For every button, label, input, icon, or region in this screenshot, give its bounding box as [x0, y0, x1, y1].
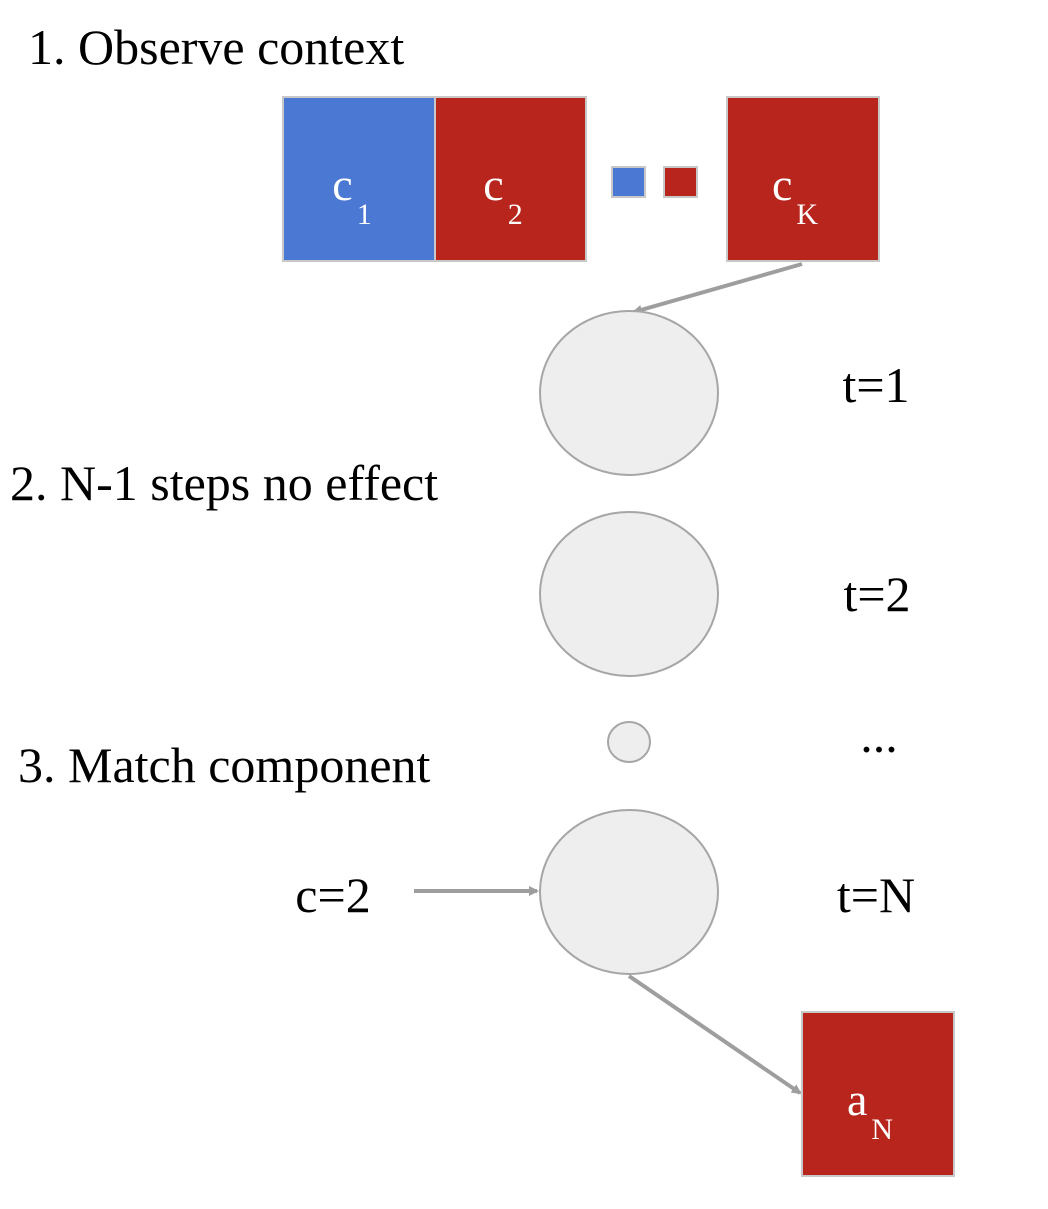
- svg-text:c2: c2: [483, 159, 522, 231]
- cue-label: c=2: [295, 867, 370, 923]
- arrow-node-to-action: [627, 974, 802, 1095]
- action-box-aN: aN: [801, 1011, 955, 1177]
- svg-text:cK: cK: [772, 159, 818, 231]
- node-t1: [539, 310, 719, 476]
- action-base: a: [847, 1074, 867, 1125]
- context-cK-sub: K: [796, 198, 818, 231]
- step-no-effect-label: 2. N-1 steps no effect: [10, 455, 438, 511]
- svg-text:c1: c1: [332, 159, 371, 231]
- context-ellipsis-red: [663, 166, 698, 198]
- context-box-c1: c1: [282, 96, 436, 262]
- context-c1-base: c: [332, 159, 352, 210]
- context-c1-sub: 1: [357, 198, 372, 231]
- step-observe-label: 1. Observe context: [28, 19, 404, 75]
- timestep-t1-label: t=1: [842, 357, 909, 413]
- action-sub: N: [871, 1113, 893, 1146]
- timestep-t2-label: t=2: [843, 566, 910, 622]
- svg-text:aN: aN: [847, 1074, 893, 1146]
- node-tN: [539, 809, 719, 975]
- context-box-c2: c2: [434, 96, 587, 262]
- context-ellipsis-blue: [611, 166, 646, 198]
- arrow-context-to-node: [632, 262, 803, 315]
- context-box-cK: cK: [726, 96, 880, 262]
- node-ellipsis: [607, 721, 651, 763]
- node-t2: [539, 511, 719, 677]
- context-c2-base: c: [483, 159, 503, 210]
- timestep-ellipsis-label: ...: [860, 707, 898, 763]
- step-match-label: 3. Match component: [18, 737, 431, 793]
- timestep-tN-label: t=N: [837, 867, 915, 923]
- context-cK-base: c: [772, 159, 792, 210]
- context-c2-sub: 2: [508, 198, 523, 231]
